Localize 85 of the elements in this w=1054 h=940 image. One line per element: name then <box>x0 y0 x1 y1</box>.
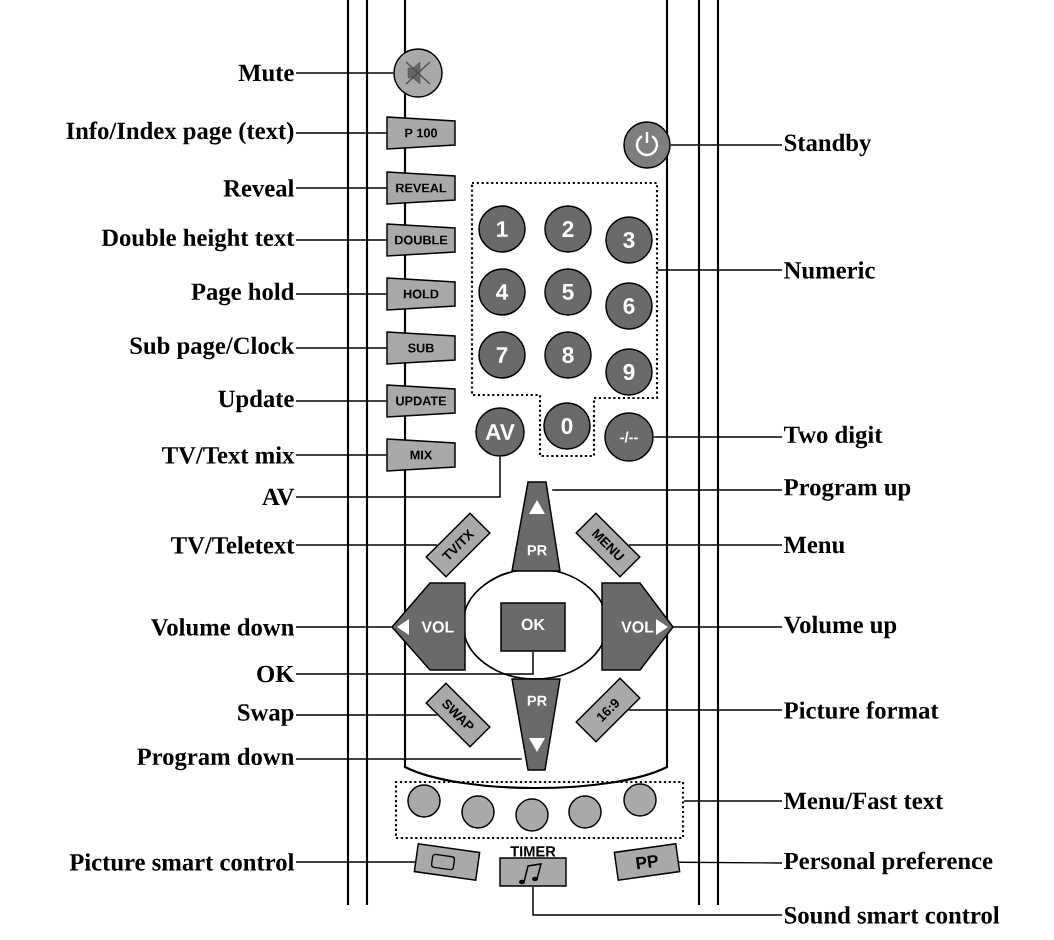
leader-line <box>295 456 501 498</box>
callout-label: Numeric <box>784 261 875 279</box>
callout-label: Sub page/Clock <box>130 336 295 360</box>
remote-button: 6 <box>605 282 653 330</box>
leader-line <box>295 293 388 295</box>
callout-label: Sound smart control <box>784 906 1000 924</box>
remote-button <box>461 795 495 829</box>
remote-button: MIX <box>386 438 456 472</box>
callout-label: Update <box>218 389 294 413</box>
remote-button: REVEAL <box>386 171 456 205</box>
callout-label: Double height text <box>101 228 295 252</box>
remote-button: 7 <box>478 331 526 379</box>
remote-button: AV <box>475 407 525 457</box>
remote-button: PR <box>511 678 561 771</box>
callout-label: Picture smart control <box>69 853 294 871</box>
leader-line <box>628 709 783 711</box>
dotted-button-group <box>394 780 685 840</box>
leader-line <box>295 626 393 628</box>
remote-button <box>393 48 443 98</box>
remote-button: 8 <box>544 331 592 379</box>
remote-button: OK <box>500 602 566 652</box>
leader-line <box>678 861 783 864</box>
leader-line <box>672 626 783 628</box>
callout-label: Mute <box>238 64 294 82</box>
leader-line <box>653 436 783 438</box>
remote-button: PR <box>511 481 561 572</box>
remote-button: 2 <box>544 205 592 253</box>
remote-button: 1 <box>478 205 526 253</box>
remote-button <box>568 795 602 829</box>
leader-line <box>551 489 783 491</box>
callout-label: TV/Teletext <box>171 536 295 554</box>
leader-line <box>295 187 388 189</box>
remote-button: 9 <box>605 348 653 396</box>
callout-label: Info/Index page (text) <box>66 121 294 145</box>
leader-line <box>295 651 534 675</box>
remote-button: DOUBLE <box>386 223 456 257</box>
remote-button: P 100 <box>386 116 456 150</box>
remote-button: VOL <box>391 582 466 671</box>
callout-label: Program up <box>784 479 911 501</box>
callout-label: Menu/Fast text <box>784 792 944 810</box>
callout-label: Volume down <box>150 618 294 636</box>
button-caption: TIMER <box>510 846 556 857</box>
leader-line <box>295 72 394 74</box>
remote-button <box>515 798 549 832</box>
remote-button: HOLD <box>386 277 456 311</box>
remote-button <box>623 783 657 817</box>
remote-button: 0 <box>543 402 591 450</box>
dotted-button-group <box>470 181 659 458</box>
remote-button: PP <box>613 843 681 882</box>
callout-label: Reveal <box>223 179 294 197</box>
leader-line <box>295 758 523 760</box>
callout-label: Volume up <box>783 615 897 639</box>
leader-line <box>295 239 388 241</box>
leader-line <box>532 886 783 916</box>
leader-line <box>295 400 388 402</box>
callout-label: Two digit <box>784 425 883 449</box>
leader-line <box>295 861 416 863</box>
callout-label: Menu <box>784 536 845 554</box>
leader-line <box>295 714 438 716</box>
callout-label: Picture format <box>784 701 939 719</box>
remote-button: UPDATE <box>386 384 456 418</box>
callout-label: Swap <box>238 704 294 726</box>
leader-line <box>295 544 438 546</box>
remote-button: -/-- <box>604 412 654 462</box>
leader-line <box>670 144 783 146</box>
callout-label: Page hold <box>191 282 295 306</box>
leader-line <box>656 269 783 271</box>
remote-button: 5 <box>544 268 592 316</box>
callout-label: Personal preference <box>784 851 993 875</box>
callout-label: Standby <box>784 133 872 157</box>
remote-button: VOL <box>601 582 674 671</box>
leader-line <box>683 800 783 802</box>
leader-line <box>295 347 388 349</box>
callout-label: TV/Text mix <box>162 446 295 464</box>
callout-label: Program down <box>137 747 294 771</box>
callout-label: AV <box>262 488 295 506</box>
remote-button: 4 <box>478 268 526 316</box>
remote-button: SUB <box>386 331 456 365</box>
remote-button <box>623 121 671 169</box>
leader-line <box>295 132 388 134</box>
leader-line <box>628 544 783 546</box>
callout-label: OK <box>257 665 295 683</box>
remote-button <box>407 784 441 818</box>
remote-button: 3 <box>605 216 653 264</box>
leader-line <box>295 454 388 456</box>
